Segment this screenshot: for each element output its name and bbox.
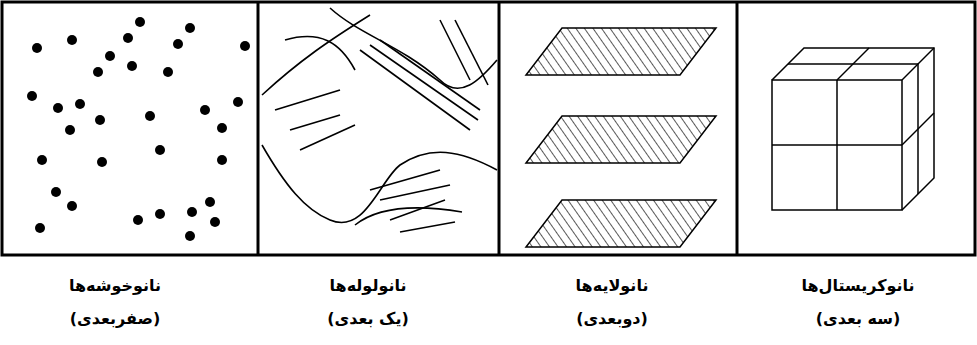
dimension-note: (دوبعدی) bbox=[576, 309, 648, 328]
category-name: نانولوله‌ها bbox=[330, 276, 407, 295]
dimension-note: (سه بعدی) bbox=[816, 309, 901, 328]
category-name: نانوکریستال‌ها bbox=[801, 276, 914, 295]
category-name: نانوخوشه‌ها bbox=[69, 276, 161, 295]
nanocrystal-cube bbox=[772, 48, 934, 210]
panel-frames bbox=[2, 2, 975, 255]
nanotubes-lines bbox=[262, 8, 497, 232]
dimension-note: (صفربعدی) bbox=[70, 309, 161, 328]
nanoclusters-dots bbox=[27, 17, 250, 241]
category-name: نانولایه‌ها bbox=[576, 276, 649, 295]
nanolayers-sheets bbox=[526, 28, 716, 247]
dimension-note: (یک بعدی) bbox=[327, 309, 409, 328]
